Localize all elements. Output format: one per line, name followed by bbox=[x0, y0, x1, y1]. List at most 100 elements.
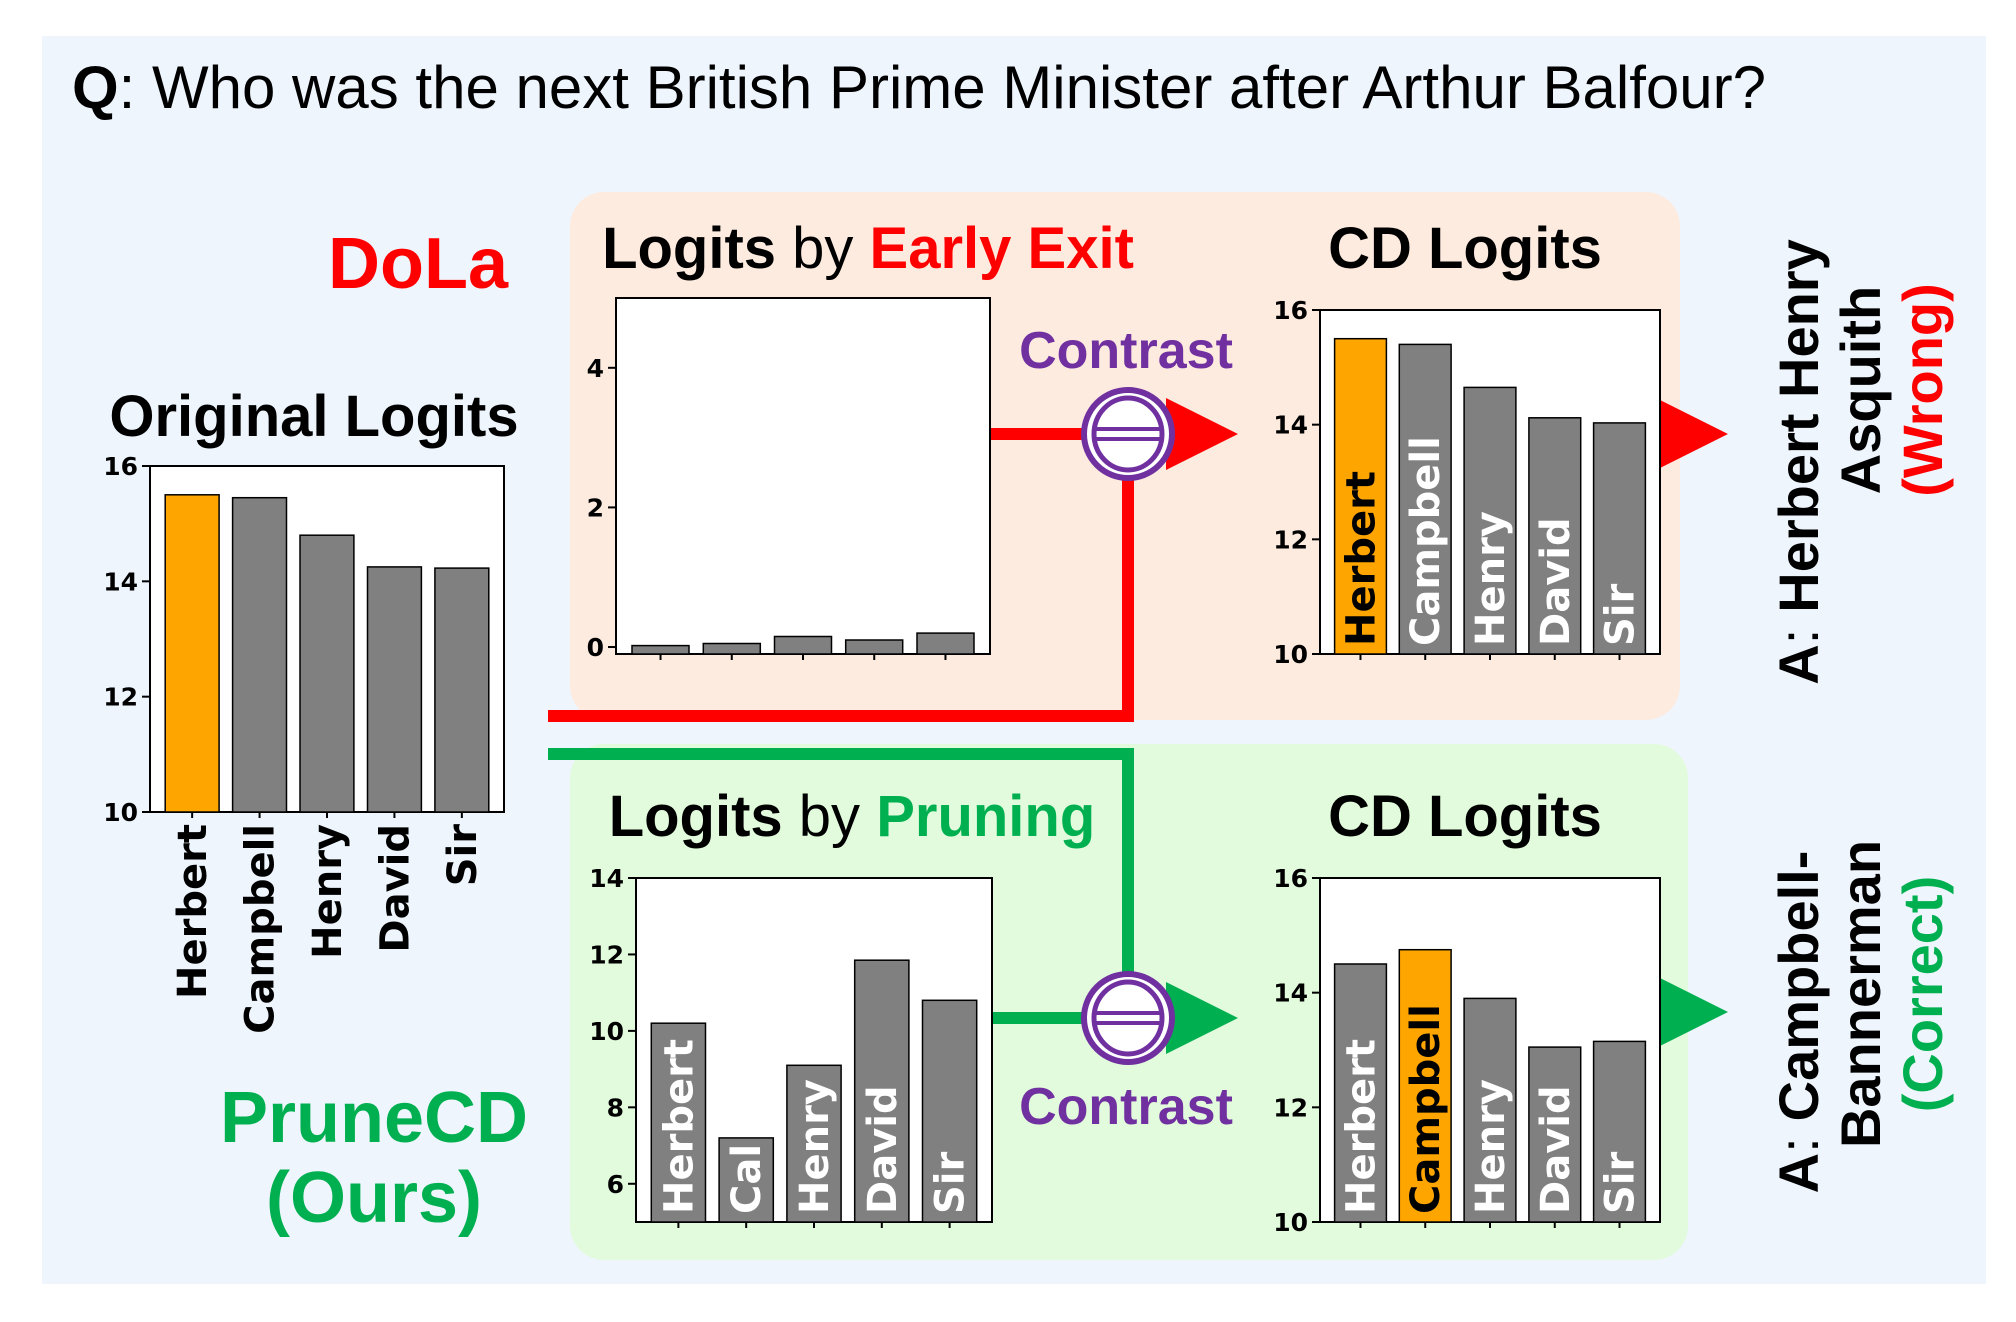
bar-henry bbox=[786, 1064, 842, 1223]
cd-logits-title-bottom: CD Logits bbox=[1328, 784, 1602, 849]
bar-henry bbox=[299, 534, 355, 813]
connectors bbox=[548, 398, 1728, 1054]
y-tick-label: 10 bbox=[1273, 1208, 1308, 1237]
bar-henry bbox=[1463, 997, 1517, 1223]
pruning-title-em: Pruning bbox=[876, 784, 1095, 849]
bar-herbert bbox=[164, 494, 220, 813]
bar-sir bbox=[1592, 422, 1647, 655]
bar-label: Sir bbox=[1598, 583, 1644, 646]
plot-area bbox=[615, 297, 991, 655]
answer-bottom-prefix: A bbox=[1767, 1153, 1830, 1193]
y-tick-label: 4 bbox=[587, 354, 604, 383]
bar-label: Cal bbox=[724, 1144, 770, 1214]
answer-bottom-line1: A: Campbell- bbox=[1767, 851, 1830, 1194]
bar-david bbox=[1528, 417, 1582, 655]
bar-herbert bbox=[1333, 963, 1388, 1223]
y-tick-label: 10 bbox=[1273, 640, 1308, 669]
y-tick-label: 0 bbox=[587, 633, 604, 662]
bar-campbell bbox=[231, 496, 288, 813]
bar-label: Henry bbox=[1468, 1079, 1514, 1214]
answer-top-line1: A: Herbert Henry bbox=[1767, 239, 1830, 684]
bar-campbell bbox=[1398, 948, 1452, 1223]
x-tick-label: Henry bbox=[305, 824, 351, 959]
early-exit-title-em: Early Exit bbox=[870, 216, 1134, 281]
bar-label: Sir bbox=[1598, 1151, 1644, 1214]
y-tick-label: 2 bbox=[587, 493, 604, 522]
bar-label: Sir bbox=[928, 1151, 974, 1214]
bar-item-1 bbox=[631, 644, 690, 655]
bar-label: David bbox=[1533, 517, 1579, 646]
bar-sir bbox=[434, 567, 490, 813]
question-prefix: Q bbox=[72, 54, 119, 121]
y-tick-label: 12 bbox=[1273, 525, 1308, 554]
y-tick-label: 12 bbox=[589, 940, 624, 969]
bar-david bbox=[366, 566, 423, 813]
bar-david bbox=[1528, 1046, 1582, 1223]
contrast-inner-ellipse bbox=[1091, 979, 1165, 1057]
contrast-inner-ellipse bbox=[1091, 395, 1165, 473]
question-body: : Who was the next British Prime Ministe… bbox=[119, 54, 1766, 121]
cd-logits-title-top: CD Logits bbox=[1328, 216, 1602, 281]
contrast-circle-icon bbox=[1081, 971, 1175, 1065]
answer-bottom-text: Campbell- bbox=[1767, 851, 1830, 1122]
bar-campbell bbox=[1398, 343, 1452, 655]
question-text: Q: Who was the next British Prime Minist… bbox=[72, 54, 1766, 121]
answer-bottom: A: Campbell- Bannerman (Correct) bbox=[1767, 840, 1954, 1193]
x-tick-label: Herbert bbox=[170, 824, 216, 999]
prunecd-ours-label: (Ours) bbox=[266, 1158, 482, 1238]
x-tick-label: David bbox=[372, 824, 418, 953]
bar-label: Herbert bbox=[1339, 471, 1385, 646]
answer-top: A: Herbert Henry Asquith (Wrong) bbox=[1767, 239, 1954, 684]
early-exit-title-prefix: Logits bbox=[602, 216, 776, 281]
answer-top-line2: Asquith bbox=[1829, 286, 1892, 494]
bar-label: Henry bbox=[1468, 511, 1514, 646]
early-exit-chart: 0 2 4 bbox=[587, 297, 991, 662]
y-tick-label: 16 bbox=[1273, 864, 1308, 893]
bar-label: David bbox=[860, 1085, 906, 1214]
contrast-label-top: Contrast bbox=[1019, 322, 1233, 380]
y-tick-label: 12 bbox=[1273, 1093, 1308, 1122]
answer-bottom-line2: Bannerman bbox=[1829, 840, 1892, 1148]
contrast-operator-top bbox=[1081, 387, 1175, 481]
bar-label: Henry bbox=[792, 1079, 838, 1214]
contrast-circle-icon bbox=[1081, 387, 1175, 481]
answer-top-verdict: (Wrong) bbox=[1891, 283, 1954, 497]
early-exit-title: Logits by Early Exit bbox=[602, 216, 1134, 281]
bar-sir bbox=[921, 999, 978, 1223]
original-logits-title: Original Logits bbox=[109, 384, 518, 449]
y-tick-label: 12 bbox=[103, 683, 138, 712]
early-exit-title-by: by bbox=[776, 216, 870, 281]
y-tick-label: 16 bbox=[1273, 296, 1308, 325]
y-tick-label: 16 bbox=[103, 452, 138, 481]
answer-top-prefix: A bbox=[1767, 644, 1830, 684]
bar-label: Campbell bbox=[1403, 436, 1449, 646]
y-tick-label: 10 bbox=[103, 798, 138, 827]
answer-top-text: Herbert Henry bbox=[1767, 239, 1830, 612]
bar-label: Herbert bbox=[656, 1039, 702, 1214]
bar-cal bbox=[718, 1137, 775, 1223]
pruning-title: Logits by Pruning bbox=[609, 784, 1096, 849]
prunecd-label: PruneCD bbox=[220, 1078, 528, 1158]
contrast-label-bottom: Contrast bbox=[1019, 1078, 1233, 1136]
bar-item-2 bbox=[702, 642, 762, 655]
red-route-line bbox=[548, 470, 1134, 722]
pruning-title-by: by bbox=[783, 784, 877, 849]
bar-item-3 bbox=[773, 635, 833, 655]
bar-label: David bbox=[1533, 1085, 1579, 1214]
answer-bottom-verdict: (Correct) bbox=[1891, 876, 1954, 1112]
bar-item-5 bbox=[916, 632, 975, 655]
bar-sir bbox=[1592, 1040, 1647, 1223]
y-tick-label: 14 bbox=[103, 567, 138, 596]
answer-top-colon: : bbox=[1767, 629, 1830, 645]
y-tick-label: 8 bbox=[607, 1093, 624, 1122]
green-route-line bbox=[548, 748, 1134, 976]
dola-label: DoLa bbox=[328, 224, 509, 304]
bar-label: Campbell bbox=[1403, 1004, 1449, 1214]
x-tick-label: Sir bbox=[440, 824, 486, 887]
bar-herbert bbox=[1333, 337, 1388, 655]
x-tick-label: Campbell bbox=[238, 824, 284, 1034]
answer-bottom-colon: : bbox=[1767, 1137, 1830, 1153]
